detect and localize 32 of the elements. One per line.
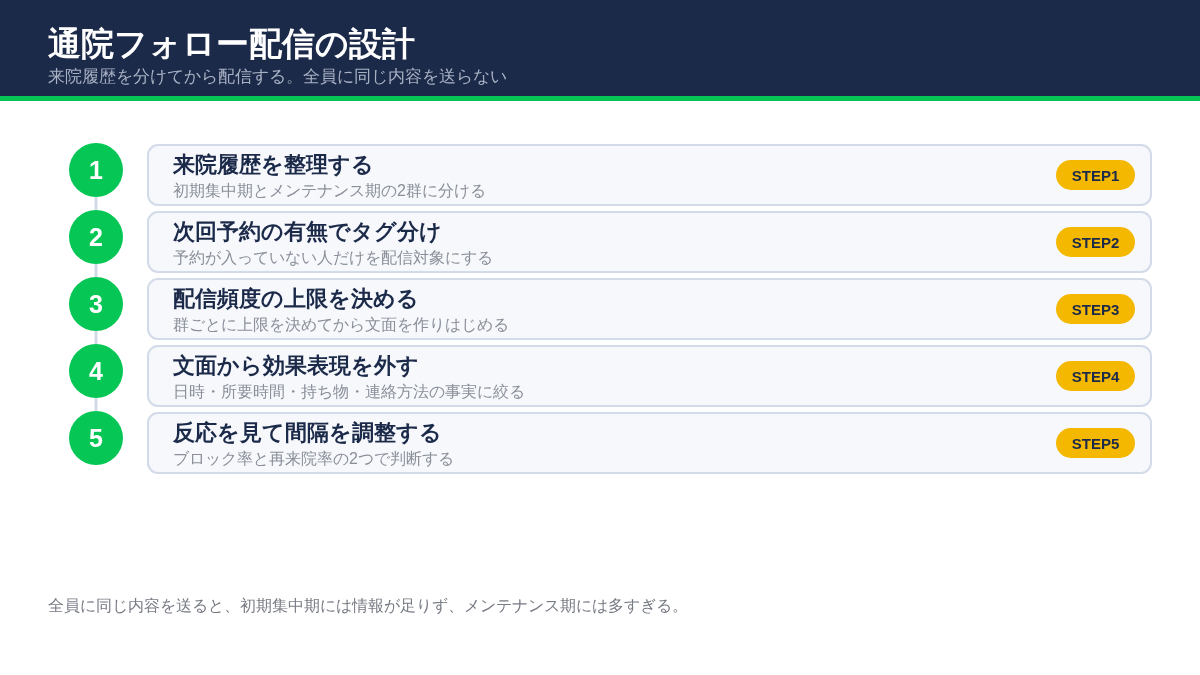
step-heading: 文面から効果表現を外す: [173, 352, 419, 380]
step-card: [147, 412, 1152, 474]
step-heading: 反応を見て間隔を調整する: [173, 419, 442, 447]
step-badge: STEP1: [1056, 160, 1135, 190]
step-description: 予約が入っていない人だけを配信対象にする: [173, 248, 493, 268]
connector-line: [94, 264, 98, 277]
subtitle: 来院履歴を分けてから配信する。全員に同じ内容を送らない: [48, 66, 507, 87]
step-description: 日時・所要時間・持ち物・連絡方法の事実に絞る: [173, 382, 525, 402]
step-card: [147, 345, 1152, 407]
step-badge: STEP4: [1056, 361, 1135, 391]
step-number-circle: 3: [69, 277, 123, 331]
step-number-circle: 2: [69, 210, 123, 264]
connector-line: [94, 331, 98, 344]
step-heading: 来院履歴を整理する: [173, 151, 374, 179]
step-description: ブロック率と再来院率の2つで判断する: [173, 449, 454, 469]
title: 通院フォロー配信の設計: [48, 24, 415, 64]
step-heading: 配信頻度の上限を決める: [173, 285, 419, 313]
step-description: 群ごとに上限を決めてから文面を作りはじめる: [173, 315, 509, 335]
note-text: 全員に同じ内容を送ると、初期集中期には情報が足りず、メンテナンス期には多すぎる。: [48, 596, 688, 616]
step-number-circle: 4: [69, 344, 123, 398]
step-card: [147, 211, 1152, 273]
step-badge: STEP2: [1056, 227, 1135, 257]
step-number-circle: 5: [69, 411, 123, 465]
step-card: [147, 144, 1152, 206]
step-heading: 次回予約の有無でタグ分け: [173, 218, 442, 246]
step-number-circle: 1: [69, 143, 123, 197]
connector-line: [94, 197, 98, 210]
step-card: [147, 278, 1152, 340]
connector-line: [94, 398, 98, 411]
step-badge: STEP5: [1056, 428, 1135, 458]
step-description: 初期集中期とメンテナンス期の2群に分ける: [173, 181, 486, 201]
step-badge: STEP3: [1056, 294, 1135, 324]
